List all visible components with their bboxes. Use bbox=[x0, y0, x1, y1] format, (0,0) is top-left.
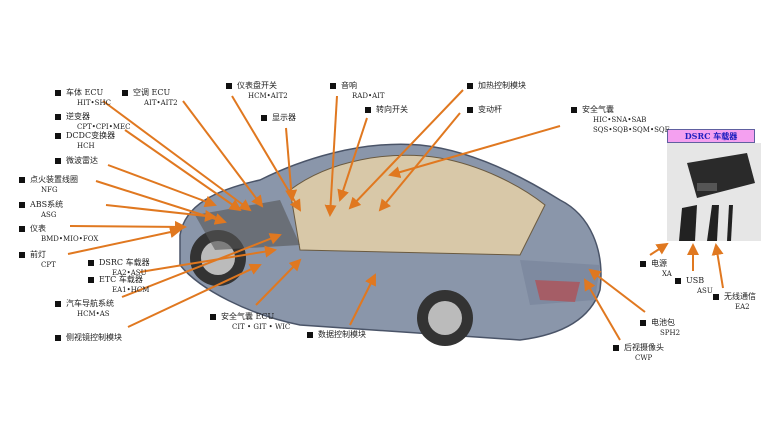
dsrc-device-photo bbox=[667, 143, 761, 241]
dsrc-device-icon bbox=[679, 153, 755, 241]
label-turn-switch: 转向开关 bbox=[365, 105, 408, 115]
label-data-module: 数据控制模块 bbox=[307, 330, 366, 340]
label-display: 显示器 bbox=[261, 113, 296, 123]
label-shifter: 变动杆 bbox=[467, 105, 502, 115]
label-mirror-module: 侧视镜控制模块 bbox=[55, 333, 122, 343]
arrows bbox=[67, 89, 724, 341]
label-heater-module: 加热控制模块 bbox=[467, 81, 526, 91]
dsrc-box-title: DSRC 车载器 bbox=[667, 129, 755, 143]
label-radar: 微波雷达 bbox=[55, 156, 98, 166]
